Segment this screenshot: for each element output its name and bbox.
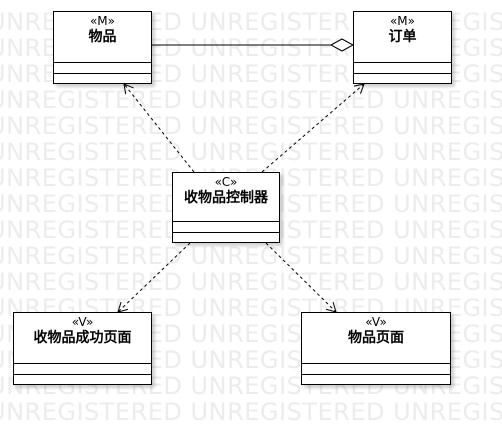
class-header: «M» 物品 [54,12,151,62]
operations-compartment [173,232,279,243]
dependency-to-item-page [265,242,337,313]
class-name: 订单 [388,29,417,45]
attributes-compartment [173,221,279,232]
operations-compartment [54,73,151,84]
dependency-to-success-page [117,242,191,313]
attributes-compartment [14,363,151,374]
dependency-to-item [123,83,195,173]
dependency-to-order [261,83,365,173]
class-name: 收物品成功页面 [33,330,132,346]
class-order[interactable]: «M» 订单 [353,11,452,84]
class-header: «M» 订单 [354,12,451,62]
operations-compartment [302,374,450,385]
stereotype-label: «C» [214,175,238,189]
aggregation-diamond-icon [329,38,355,52]
class-header: «V» 收物品成功页面 [14,313,151,363]
attributes-compartment [54,62,151,73]
stereotype-label: «V» [365,315,387,329]
stereotype-label: «M» [389,14,416,28]
class-controller[interactable]: «C» 收物品控制器 [172,172,280,243]
class-success-page[interactable]: «V» 收物品成功页面 [13,312,152,385]
class-item[interactable]: «M» 物品 [53,11,152,84]
class-item-page[interactable]: «V» 物品页面 [301,312,451,385]
class-name: 物品 [88,29,117,45]
attributes-compartment [354,62,451,73]
operations-compartment [14,374,151,385]
class-name: 收物品控制器 [184,190,268,206]
operations-compartment [354,73,451,84]
class-header: «C» 收物品控制器 [173,173,279,221]
attributes-compartment [302,363,450,374]
class-header: «V» 物品页面 [302,313,450,363]
stereotype-label: «V» [71,315,94,329]
stereotype-label: «M» [89,14,116,28]
class-name: 物品页面 [348,330,404,346]
